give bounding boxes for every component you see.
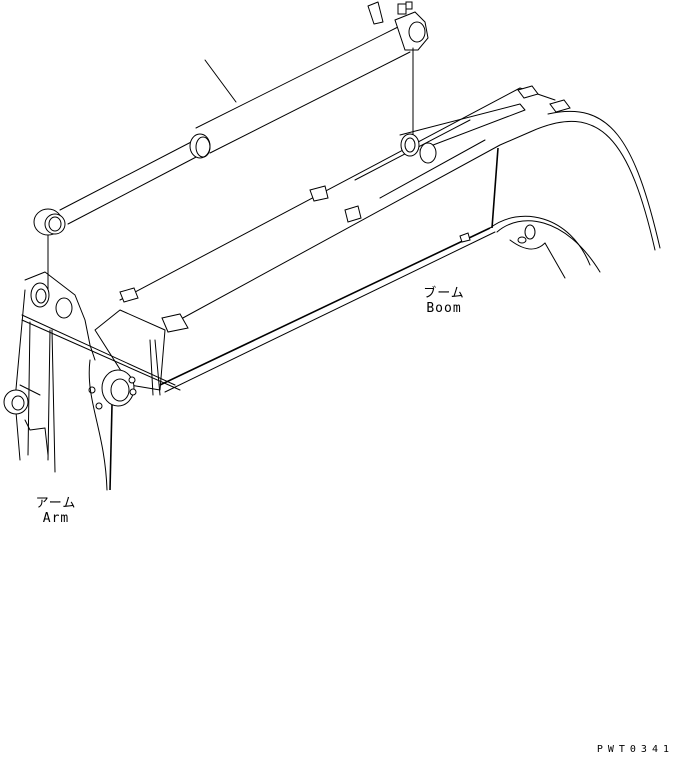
drawing-code: PWT0341 (596, 744, 674, 755)
boom (88, 85, 661, 491)
arm-label-en: Arm (42, 511, 70, 526)
hydraulic-cylinder (33, 1, 429, 301)
boom-label: ブーム Boom (414, 286, 474, 316)
arm-label-jp: アーム (35, 496, 77, 511)
boom-label-en: Boom (426, 301, 462, 316)
boom-label-jp: ブーム (423, 286, 465, 301)
arm (3, 271, 181, 473)
arm-label: アーム Arm (26, 496, 86, 526)
